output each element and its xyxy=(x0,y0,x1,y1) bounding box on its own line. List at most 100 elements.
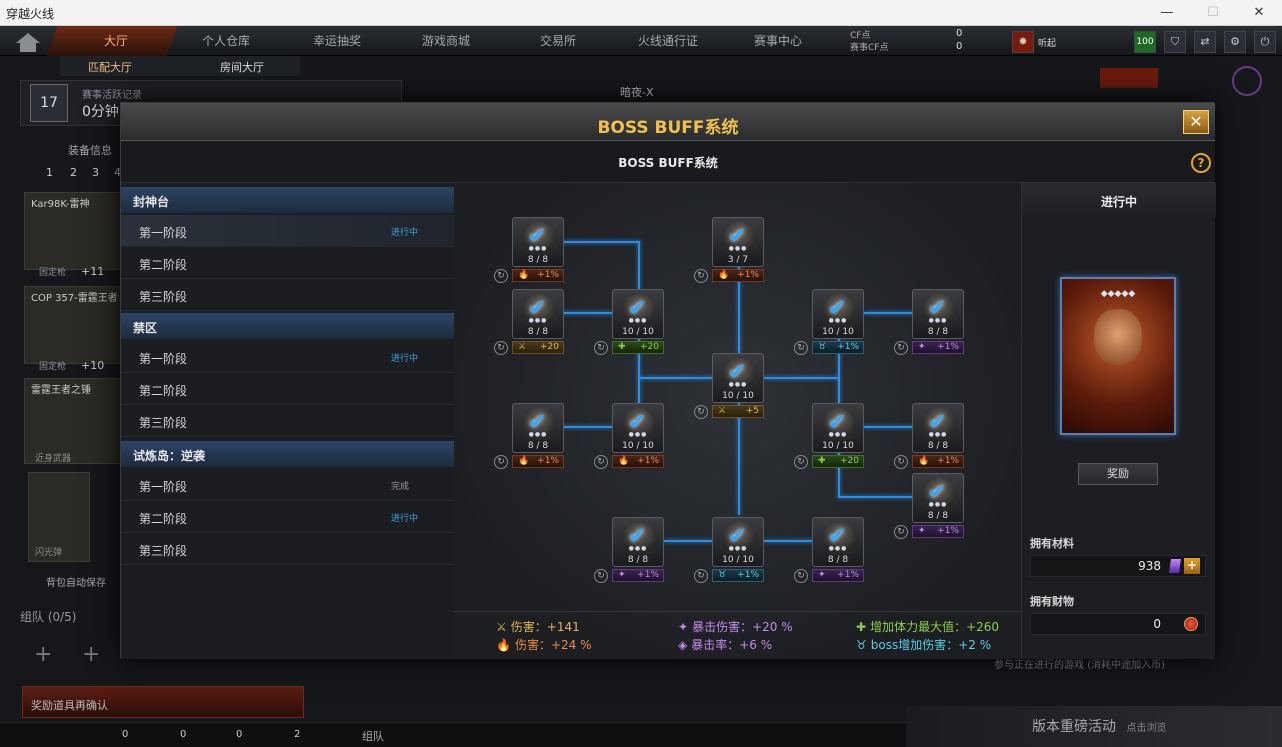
tab-pass[interactable]: 火线通行证 xyxy=(638,34,699,48)
close-window-icon[interactable]: ✕ xyxy=(1253,5,1265,20)
weapon-slot[interactable]: 雷霆王者之锤 近身武器 xyxy=(24,378,122,464)
power-icon[interactable]: ⏻ xyxy=(1254,31,1276,53)
bonus-value: +20 xyxy=(540,342,559,352)
stats-icon[interactable] xyxy=(1232,66,1262,96)
refresh-icon[interactable]: ↻ xyxy=(694,269,708,283)
status-icon[interactable]: ✸ xyxy=(1012,31,1034,53)
reward-confirm-bar[interactable]: 奖励道具再确认 xyxy=(22,686,304,718)
refresh-icon[interactable]: ↻ xyxy=(894,455,908,469)
bottom-team[interactable]: 组队 xyxy=(362,730,384,743)
star-rating: ●●● xyxy=(528,317,548,324)
refresh-icon[interactable]: ↻ xyxy=(894,525,908,539)
node-progress: 10 / 10 xyxy=(722,555,754,565)
stat-text: 增加体力最大值：+260 xyxy=(870,620,1000,634)
add-member-icon[interactable]: + xyxy=(82,642,101,667)
refresh-icon[interactable]: ↻ xyxy=(694,405,708,419)
refresh-icon[interactable]: ↻ xyxy=(894,341,908,355)
boss-figure xyxy=(623,294,655,326)
tree-connector xyxy=(864,312,940,314)
shield-icon[interactable]: ⛉ xyxy=(1164,31,1186,53)
weapon-slot[interactable]: Kar98K-雷神 固定枪 +11 xyxy=(24,192,122,278)
buff-node[interactable]: ✔●●●10 / 10 xyxy=(712,517,764,567)
subnav-match-lobby[interactable]: 匹配大厅 xyxy=(88,61,132,74)
stage-item[interactable]: 第一阶段进行中 xyxy=(121,341,454,373)
refresh-icon[interactable]: ↻ xyxy=(594,455,608,469)
buff-node[interactable]: ✔●●●8 / 8 xyxy=(612,517,664,567)
help-icon[interactable]: ? xyxy=(1191,153,1211,173)
stage-item[interactable]: 第三阶段 xyxy=(121,405,454,437)
time-played: 0分钟 xyxy=(82,104,119,120)
stage-status: 完成 xyxy=(391,482,410,492)
refresh-icon[interactable]: ↻ xyxy=(794,455,808,469)
rank-badge: 17 xyxy=(30,84,68,122)
stage-item[interactable]: 第二阶段 xyxy=(121,247,454,279)
close-button[interactable]: ✕ xyxy=(1183,110,1209,134)
tree-connector xyxy=(538,426,614,428)
node-bonus: ♉+1% xyxy=(712,569,764,582)
add-materials-button[interactable]: + xyxy=(1184,558,1200,574)
slot-1[interactable]: 1 xyxy=(46,166,53,179)
home-icon[interactable] xyxy=(8,30,48,54)
boss-figure xyxy=(523,294,555,326)
team-count: 组队 (0/5) xyxy=(20,610,77,624)
buff-node[interactable]: ✔●●●8 / 8 xyxy=(812,517,864,567)
stage-item[interactable]: 第三阶段 xyxy=(121,279,454,311)
tab-lobby[interactable]: 大厅 xyxy=(104,34,129,48)
buff-node[interactable]: ✔●●●10 / 10 xyxy=(812,289,864,339)
tab-events[interactable]: 赛事中心 xyxy=(754,34,803,48)
slot-3[interactable]: 3 xyxy=(92,166,99,179)
minimize-icon[interactable]: — xyxy=(1160,5,1174,20)
stage-item[interactable]: 第二阶段进行中 xyxy=(121,501,454,533)
stage-item[interactable]: 第二阶段 xyxy=(121,373,454,405)
stage-item[interactable]: 第三阶段 xyxy=(121,533,454,565)
slot-4[interactable]: 4 xyxy=(114,166,121,179)
refresh-icon[interactable]: ↻ xyxy=(494,455,508,469)
slot-2[interactable]: 2 xyxy=(70,166,77,179)
stage-item[interactable]: 第一阶段完成 xyxy=(121,469,454,501)
add-member-icon[interactable]: + xyxy=(34,642,53,667)
buff-node[interactable]: ✔●●●10 / 10 xyxy=(612,289,664,339)
gear-icon[interactable]: ⚙ xyxy=(1224,31,1246,53)
buff-node[interactable]: ✔●●●3 / 7 xyxy=(712,217,764,267)
boss-figure xyxy=(923,478,955,510)
stat-damage-percent: 🔥伤害：+24 % xyxy=(496,636,592,653)
purple-icon: ✦ xyxy=(618,570,626,580)
weapon-slot[interactable]: COP 357-雷霆王者 固定枪 +10 xyxy=(24,286,122,372)
buff-node[interactable]: ✔●●●10 / 10 xyxy=(612,403,664,453)
refresh-icon[interactable]: ↻ xyxy=(594,569,608,583)
switch-icon[interactable]: ⇄ xyxy=(1194,31,1216,53)
promo-banner[interactable]: 版本重磅活动 点击浏览 xyxy=(906,706,1282,747)
buff-node[interactable]: ✔●●●8 / 8 xyxy=(912,473,964,523)
refresh-icon[interactable]: ↻ xyxy=(494,269,508,283)
auto-save[interactable]: 背包自动保存 xyxy=(46,578,106,589)
tab-warehouse[interactable]: 个人仓库 xyxy=(202,34,251,48)
key-badge[interactable] xyxy=(1100,68,1158,88)
bottom-count-3: 0 xyxy=(236,729,243,740)
tab-lucky-draw[interactable]: 幸运抽奖 xyxy=(313,34,362,48)
boss-figure xyxy=(623,408,655,440)
refresh-icon[interactable]: ↻ xyxy=(794,341,808,355)
refresh-icon[interactable]: ↻ xyxy=(494,341,508,355)
subnav-room-lobby[interactable]: 房间大厅 xyxy=(220,61,264,74)
grenade-slot[interactable]: 闪光弹 xyxy=(28,472,90,562)
modal-header: BOSS BUFF系统 ✕ xyxy=(121,103,1215,141)
refresh-icon[interactable]: ↻ xyxy=(594,341,608,355)
maximize-icon[interactable]: ☐ xyxy=(1207,5,1219,20)
fire-icon: 🔥 xyxy=(518,456,530,466)
buff-node[interactable]: ✔●●●8 / 8 xyxy=(512,217,564,267)
tab-exchange[interactable]: 交易所 xyxy=(540,34,577,48)
purple-icon: ✦ xyxy=(918,342,926,352)
buff-node[interactable]: ✔●●●8 / 8 xyxy=(512,403,564,453)
stage-item[interactable]: 第一阶段进行中 xyxy=(121,215,454,247)
refresh-icon[interactable]: ↻ xyxy=(694,569,708,583)
buff-node[interactable]: ✔●●●8 / 8 xyxy=(912,403,964,453)
tab-shop[interactable]: 游戏商城 xyxy=(422,34,471,48)
node-progress: 8 / 8 xyxy=(927,327,949,337)
reward-button[interactable]: 奖励 xyxy=(1078,463,1158,485)
buff-node[interactable]: ✔●●●8 / 8 xyxy=(912,289,964,339)
check-icon: ✔ xyxy=(528,224,547,249)
buff-node[interactable]: ✔●●●10 / 10 xyxy=(812,403,864,453)
refresh-icon[interactable]: ↻ xyxy=(794,569,808,583)
buff-node[interactable]: ✔●●●8 / 8 xyxy=(512,289,564,339)
buff-node[interactable]: ✔●●●10 / 10 xyxy=(712,353,764,403)
